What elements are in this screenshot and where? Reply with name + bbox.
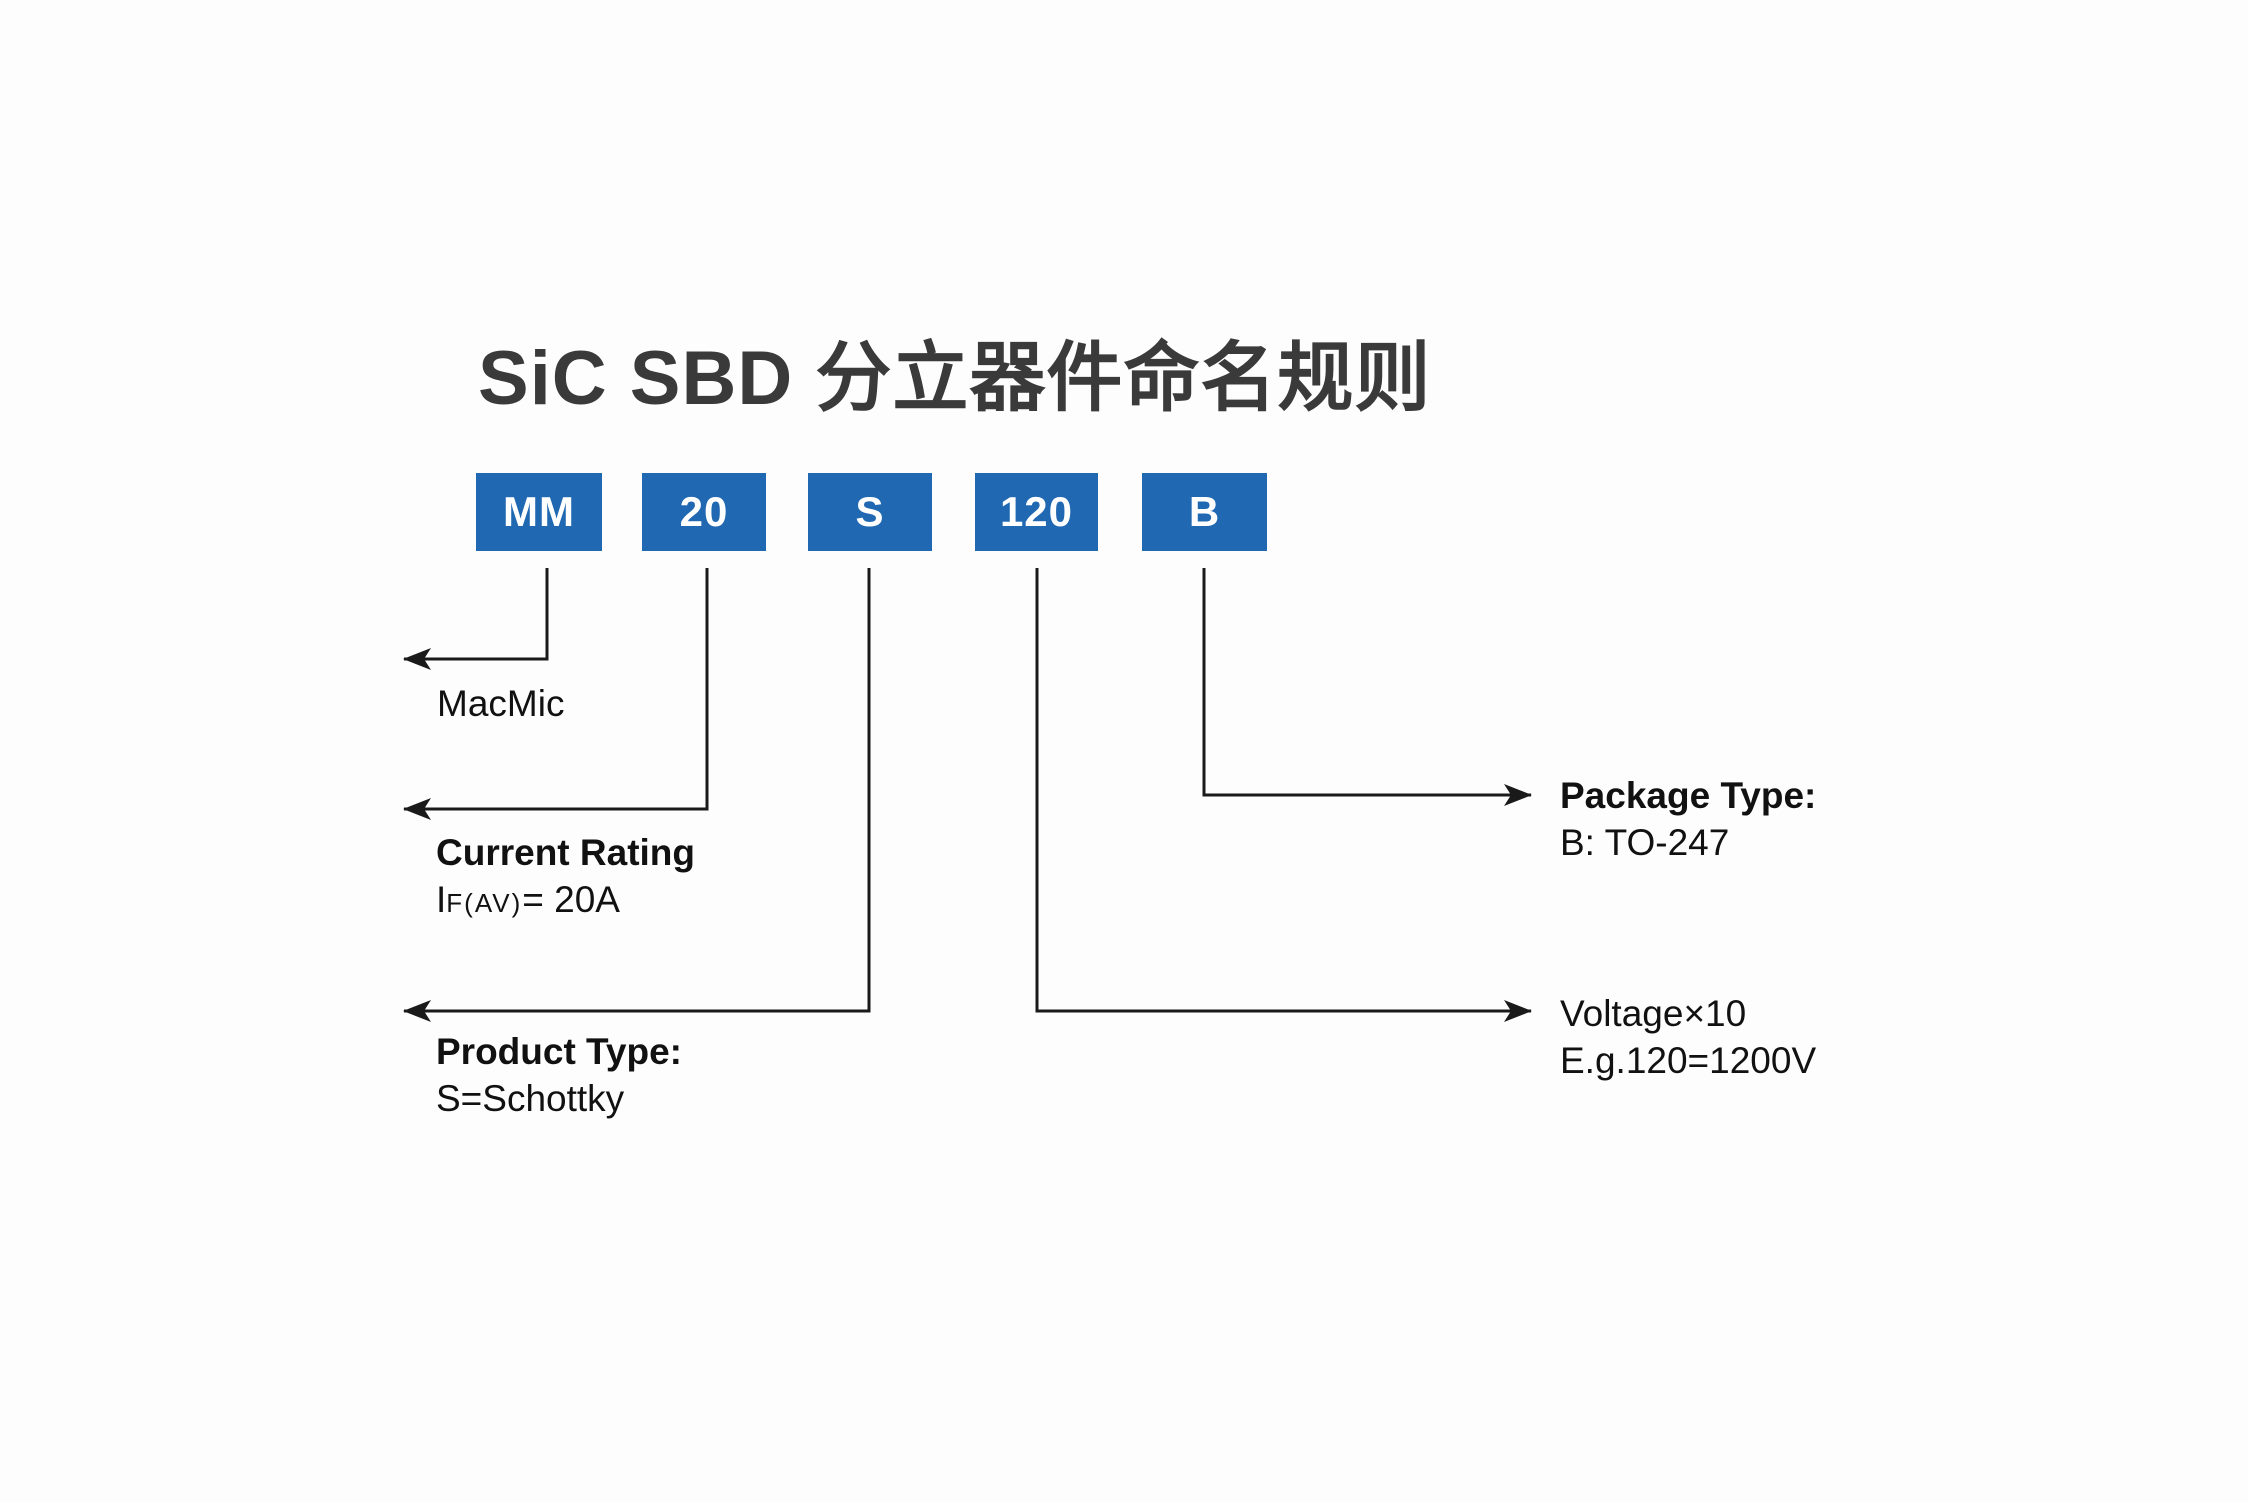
current-rating-value: = 20A	[522, 879, 620, 920]
product-type-title: Product Type:	[436, 1031, 682, 1072]
current-rating-formula: IF(AV)= 20A	[436, 876, 695, 927]
product-type-detail: S=Schottky	[436, 1078, 625, 1119]
package-type-detail: B: TO-247	[1560, 822, 1730, 863]
connector-mm-arrow	[403, 568, 549, 670]
annotation-manufacturer: MacMic	[437, 680, 564, 727]
package-type-title: Package Type:	[1560, 775, 1817, 816]
segment-box-manufacturer: MM	[476, 473, 602, 551]
connector-product-arrow	[403, 568, 871, 1022]
voltage-detail: E.g.120=1200V	[1560, 1040, 1817, 1081]
segment-box-current-rating: 20	[642, 473, 766, 551]
annotation-package-type: Package Type: B: TO-247	[1560, 772, 1816, 866]
connector-package-arrow	[1202, 568, 1532, 806]
connector-voltage-arrow	[1035, 568, 1532, 1022]
segment-box-voltage: 120	[975, 473, 1098, 551]
page-title: SiC SBD 分立器件命名规则	[478, 336, 1432, 421]
manufacturer-name: MacMic	[437, 683, 565, 724]
current-rating-title: Current Rating	[436, 832, 695, 873]
current-symbol-main: I	[436, 879, 447, 920]
segment-box-package-type: B	[1142, 473, 1267, 551]
segment-box-product-type: S	[808, 473, 932, 551]
current-symbol-subscript: F(AV)	[446, 888, 523, 918]
annotation-current-rating: Current Rating IF(AV)= 20A	[436, 829, 695, 927]
connector-current-arrow	[403, 568, 709, 820]
voltage-title: Voltage×10	[1560, 993, 1747, 1034]
annotation-product-type: Product Type: S=Schottky	[436, 1028, 682, 1122]
annotation-voltage: Voltage×10 E.g.120=1200V	[1560, 990, 1816, 1084]
